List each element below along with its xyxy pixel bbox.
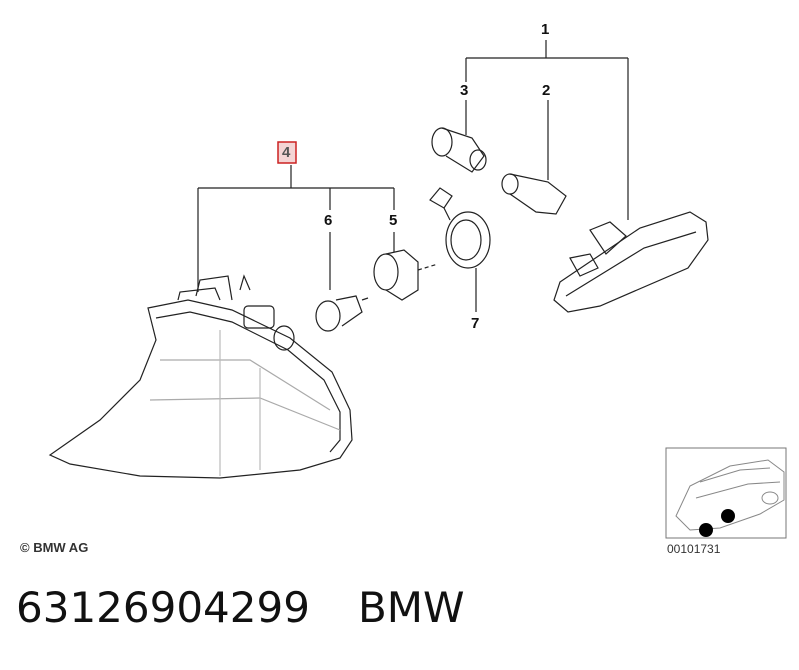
callout-2: 2 — [542, 82, 551, 99]
leader-lines — [197, 40, 629, 312]
brand-name: BMW — [357, 583, 465, 632]
callout-3: 3 — [460, 82, 469, 99]
callout-7: 7 — [471, 315, 480, 332]
highlight-box — [277, 141, 297, 164]
bulb-6 — [315, 295, 369, 332]
bulb-2 — [501, 173, 567, 215]
bulb-socket-5 — [373, 249, 439, 301]
socket-3 — [431, 127, 487, 173]
callout-6: 6 — [324, 212, 333, 229]
part-info: 63126904299 BMW — [16, 583, 465, 632]
callout-4: 4 — [282, 144, 291, 161]
part-number: 63126904299 — [16, 583, 310, 632]
diagram-reference-number: 00101731 — [667, 542, 721, 556]
corner-light-housing — [48, 274, 353, 479]
side-marker-light — [553, 211, 709, 313]
callout-5: 5 — [389, 212, 398, 229]
gasket-7 — [429, 187, 491, 269]
copyright-label: © BMW AG — [20, 540, 89, 555]
vehicle-thumbnail — [665, 447, 787, 539]
callout-1: 1 — [541, 21, 550, 38]
